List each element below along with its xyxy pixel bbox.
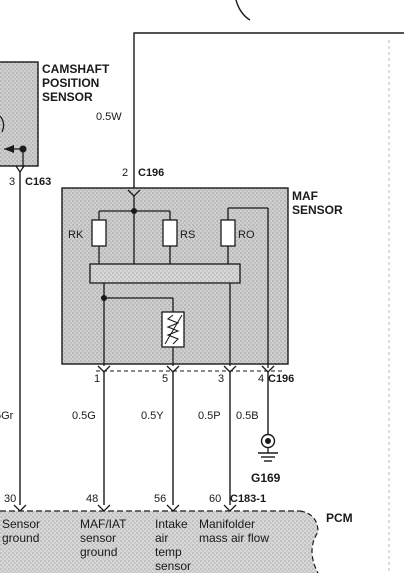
camshaft-title-1: CAMSHAFT (42, 62, 110, 76)
maf-pin-1: 1 (94, 373, 100, 385)
maf-title-1: MAF (292, 189, 318, 203)
maf-top-connector-id: C196 (138, 167, 164, 179)
maf-module-bar (89, 263, 241, 284)
pcm-connector-id: C183-1 (230, 493, 266, 505)
pcm-label: PCM (326, 511, 353, 525)
thermistor-zigzag (166, 314, 180, 345)
maf-output-wires (103, 372, 269, 505)
pcm-right-edge (299, 510, 319, 573)
resistor-rs (162, 219, 178, 247)
maf-pin-5: 5 (162, 373, 168, 385)
pcm-pin-48: 48 (86, 493, 98, 505)
camshaft-pin-number: 3 (9, 176, 15, 188)
camshaft-connector-id: C163 (25, 176, 51, 188)
fn-sensor-ground-2: ground (2, 531, 39, 545)
fn-intake-1: Intake (155, 517, 188, 531)
resistor-rk (91, 219, 107, 247)
maf-title-2: SENSOR (292, 203, 343, 217)
maf-pin-4: 4 (258, 373, 264, 385)
maf-mid-junction (101, 295, 107, 301)
pcm-connector-marks (13, 504, 237, 512)
top-wire-curve (235, 0, 251, 21)
maf-top-wire-label: 0.5W (96, 111, 122, 123)
fn-intake-4: sensor (155, 559, 191, 573)
resistor-rs-label: RS (180, 229, 195, 241)
fn-manifold-2: mass air flow (199, 531, 269, 545)
camshaft-internal-icon (0, 115, 27, 168)
wire-0-5y-label: 0.5Y (141, 410, 164, 422)
camshaft-title-3: SENSOR (42, 90, 93, 104)
thermistor-slash (164, 314, 183, 345)
pcm-pin-56: 56 (154, 493, 166, 505)
wire-0-5p-label: 0.5P (198, 410, 221, 422)
wire-0-5b-label: 0.5B (236, 410, 259, 422)
ground-symbol (258, 433, 278, 462)
fn-intake-3: temp (155, 545, 182, 559)
fn-sensor-ground-1: Sensor (2, 517, 40, 531)
fn-maf-iat-3: ground (80, 545, 117, 559)
camshaft-wire-label: 5Gr (0, 410, 14, 422)
resistor-ro (220, 219, 236, 247)
maf-top-junction (131, 208, 137, 214)
pcm-pin-60: 60 (209, 493, 221, 505)
maf-pin-3: 3 (218, 373, 224, 385)
camshaft-title-2: POSITION (42, 76, 99, 90)
camshaft-sensor-box (0, 61, 39, 167)
fn-maf-iat-1: MAF/IAT (80, 517, 127, 531)
camshaft-connector-mark (15, 165, 25, 174)
pcm-module-body (0, 511, 318, 573)
fn-maf-iat-2: sensor (80, 531, 116, 545)
wire-0-5w (133, 32, 404, 188)
resistor-ro-label: RO (238, 229, 255, 241)
maf-top-pin-number: 2 (122, 167, 128, 179)
pcm-pin-30: 30 (4, 493, 16, 505)
wire-0-5g-label: 0.5G (72, 410, 96, 422)
ground-id: G169 (251, 471, 281, 485)
maf-bottom-connector-id: C196 (268, 373, 294, 385)
resistor-rk-label: RK (68, 229, 84, 241)
fn-intake-2: air (155, 531, 168, 545)
fn-manifold-1: Manifolder (199, 517, 255, 531)
